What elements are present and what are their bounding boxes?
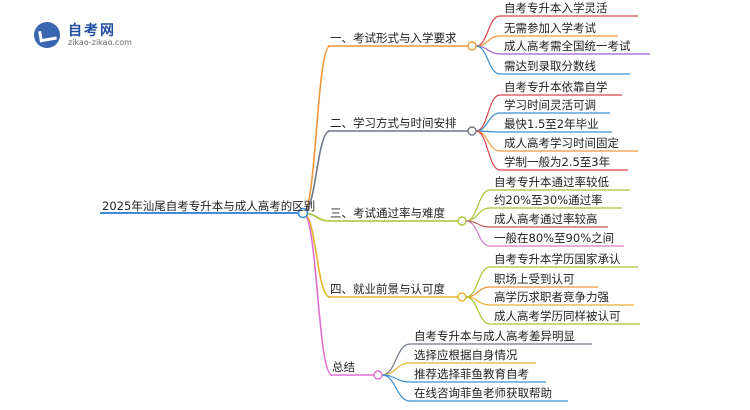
logo: 自考网 zikao-zikao.com (34, 20, 154, 52)
child-label: 成人高考需全国统一考试 (504, 39, 631, 53)
child-label: 高学历求职者竞争力强 (494, 290, 609, 304)
child-label: 自考专升本通过率较低 (494, 175, 609, 189)
child-connector (465, 207, 491, 222)
child-connector (475, 45, 501, 75)
child-connector (475, 94, 501, 132)
branch-label: 四、就业前景与认可度 (330, 282, 445, 296)
root-node (297, 207, 309, 219)
logo-url: zikao-zikao.com (68, 38, 132, 47)
child-label: 成人高考通过率较高 (494, 212, 598, 226)
child-label: 学制一般为2.5至3年 (504, 155, 611, 169)
branch-node (373, 370, 383, 380)
child-connector (381, 343, 411, 376)
child-label: 最快1.5至2年毕业 (504, 117, 599, 131)
child-connector (475, 15, 501, 47)
child-connector (475, 130, 501, 152)
branch-label: 一、考试形式与入学要求 (330, 31, 457, 45)
child-connector (465, 266, 491, 298)
child-connector (475, 130, 501, 171)
child-connector (475, 112, 501, 132)
child-connector (381, 374, 411, 402)
branch-connector (302, 45, 331, 214)
child-label: 职场上受到认可 (494, 272, 575, 286)
branch-label: 二、学习方式与时间安排 (330, 116, 457, 130)
child-label: 一般在80%至90%之间 (494, 231, 615, 245)
child-label: 约20%至30%通过率 (494, 193, 603, 207)
child-label: 自考专升本与成人高考差异明显 (414, 329, 575, 343)
child-label: 推荐选择菲鱼教育自考 (414, 367, 529, 381)
child-label: 自考专升本依靠自学 (504, 80, 608, 94)
child-connector (465, 220, 491, 247)
child-label: 需达到录取分数线 (504, 59, 596, 73)
branch-label: 总结 (332, 360, 355, 374)
child-label: 成人高考学习时间固定 (504, 136, 619, 150)
child-label: 成人高考学历同样被认可 (494, 309, 621, 323)
graduation-cap-icon (34, 22, 60, 48)
child-connector (381, 362, 411, 376)
logo-title: 自考网 (68, 23, 116, 39)
child-connector (465, 189, 491, 222)
root-topic: 2025年汕尾自考专升本与成人高考的区别 (102, 199, 316, 213)
child-label: 自考专升本学历国家承认 (494, 252, 621, 266)
child-label: 学习时间灵活可调 (504, 98, 596, 112)
child-label: 自考专升本入学灵活 (504, 1, 608, 15)
child-connector (465, 296, 491, 325)
child-label: 选择应根据自身情况 (414, 348, 518, 362)
branch-node (467, 126, 477, 136)
branch-node (457, 216, 467, 226)
branch-connector (302, 212, 333, 376)
branch-label: 三、考试通过率与难度 (330, 206, 445, 220)
branch-node (467, 41, 477, 51)
child-label: 无需参加入学考试 (504, 21, 596, 35)
branch-node (457, 292, 467, 302)
child-label: 在线咨询菲鱼老师获取帮助 (414, 386, 552, 400)
